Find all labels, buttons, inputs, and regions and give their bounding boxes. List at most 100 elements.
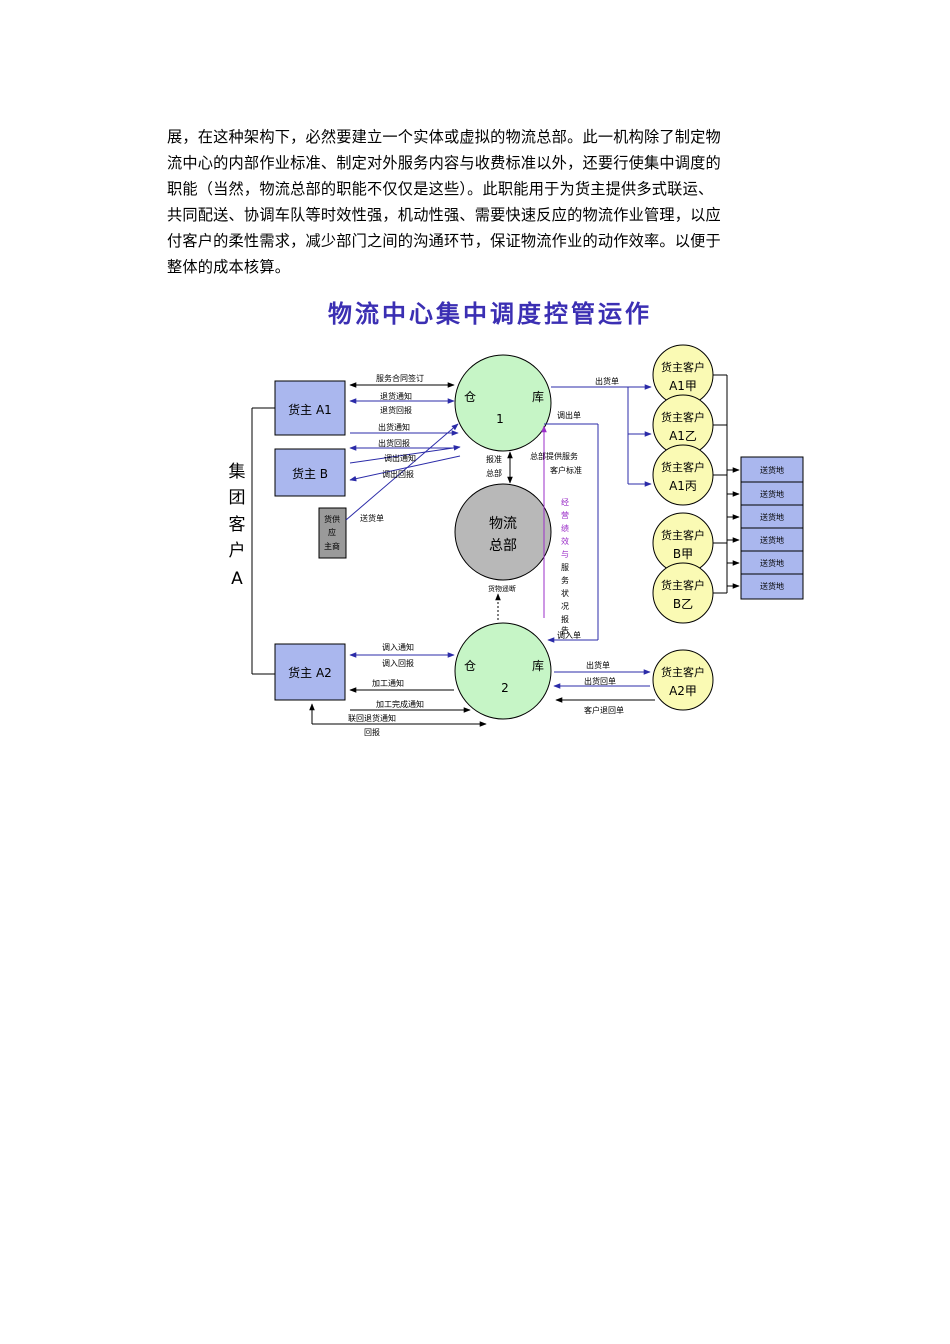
- flow-label: 总部提供服务: [530, 451, 578, 461]
- customer-label: B甲: [673, 547, 693, 561]
- customer-label: 货主客户: [661, 410, 705, 424]
- paragraph-line: 整体的成本核算。: [167, 258, 291, 276]
- flow-label: 出货回单: [584, 676, 616, 686]
- group-label-char: 户: [229, 541, 246, 561]
- flow-label: 出货单: [586, 660, 610, 670]
- flow-label: 出货回报: [378, 438, 410, 448]
- customer-label: A2甲: [669, 684, 697, 698]
- paragraph-line: 共同配送、协调车队等时效性强，机动性强、需要快速反应的物流作业管理，以应: [167, 206, 721, 224]
- flow-lines-bottom: [309, 652, 487, 727]
- diagram-title: 物流中心集中调度控管运作: [328, 300, 652, 328]
- flow-label: 加工完成通知: [376, 699, 424, 709]
- customer-a2-jia: [652, 649, 714, 711]
- customer-label: 货主客户: [661, 360, 705, 374]
- flow-lines-w1-customers: [551, 384, 652, 487]
- customer-label: 货主客户: [661, 665, 705, 679]
- owner-b-box: [274, 448, 346, 497]
- hq-label: 总部: [489, 538, 517, 554]
- performance-report-label: 经 营 绩 效 与 服 务 状 况 报 告: [561, 497, 569, 635]
- warehouse-1-char: 仓: [464, 390, 476, 404]
- warehouse-1-char: 库: [532, 389, 544, 404]
- flow-label: 联回退货通知: [348, 713, 396, 723]
- destination-column: 送货地 送货地 送货地 送货地 送货地 送货地: [740, 456, 804, 600]
- flow-label: 送货单: [360, 513, 384, 523]
- flow-label: 调入回报: [382, 658, 414, 668]
- flow-label-char: 服: [561, 563, 569, 572]
- flow-label: 调出回报: [382, 469, 414, 479]
- warehouse-1-number: 1: [496, 412, 504, 426]
- flow-label-char: 状: [561, 588, 569, 598]
- flow-label: 退货通知: [380, 391, 412, 401]
- flow-label-char: 报: [561, 614, 569, 624]
- customer-to-destination-lines: [713, 374, 740, 594]
- flow-label: 货物遥断: [488, 584, 516, 593]
- paragraph-line: 职能（当然，物流总部的职能不仅仅是这些）。此职能用于为货主提供多式联运、: [167, 180, 714, 198]
- customer-label: B乙: [673, 597, 693, 611]
- destination-label: 送货地: [760, 558, 784, 568]
- flow-label-char: 效: [561, 536, 569, 546]
- flow-labels-top: 服务合同签订 退货通知 退货回报 出货通知 出货回报 调出通知 调出回报 送货单: [360, 373, 424, 523]
- flow-labels-bottom: 调入通知 调入回报 加工通知 加工完成通知 联回退货通知 回报: [348, 642, 424, 737]
- group-label-char: 团: [229, 488, 246, 508]
- owner-a2-label: 货主 A2: [288, 665, 332, 680]
- flow-label: 退货回报: [380, 405, 412, 415]
- customer-label: 货主客户: [661, 460, 705, 474]
- owner-b-label: 货主 B: [292, 466, 328, 481]
- customer-label: A1甲: [669, 379, 697, 393]
- destination-label: 送货地: [760, 512, 784, 522]
- transfer-loop: [544, 423, 599, 643]
- flow-label-char: 告: [561, 625, 569, 635]
- flow-label: 出货通知: [378, 422, 410, 432]
- flow-label-char: 营: [561, 510, 569, 520]
- paragraph-line: 付客户的柔性需求，减少部门之间的沟通环节，保证物流作业的动作效率。以便于: [167, 232, 721, 250]
- flow-label: 调出通知: [384, 453, 416, 463]
- hq-label: 物流: [489, 516, 517, 532]
- warehouse-2-char: 仓: [464, 659, 476, 673]
- flow-label: 出货单: [595, 376, 619, 386]
- flow-lines-w2-customer: [553, 669, 655, 703]
- customer-label: A1丙: [669, 479, 697, 493]
- customer-label: 货主客户: [661, 578, 705, 592]
- destination-label: 送货地: [760, 535, 784, 545]
- customer-a1-bing: [652, 444, 714, 506]
- supplier-label: 主商: [324, 541, 340, 551]
- flow-label-char: 务: [561, 575, 569, 585]
- owner-a2-box: [274, 643, 346, 701]
- paragraph-line: 流中心的内部作业标准、制定对外服务内容与收费标准以外，还要行使集中调度的: [167, 154, 721, 172]
- flow-lines-top: [345, 382, 461, 521]
- customer-label: 货主客户: [661, 528, 705, 542]
- customer-b-yi: [652, 562, 714, 624]
- flow-label: 客户退回单: [584, 705, 624, 715]
- group-label-char: 客: [229, 515, 246, 535]
- group-label-char: 集: [229, 462, 246, 482]
- hq-node: [454, 483, 552, 581]
- supplier-label: 应: [328, 527, 336, 537]
- destination-label: 送货地: [760, 489, 784, 499]
- warehouse-2-number: 2: [501, 681, 509, 695]
- flow-label: 客户标准: [550, 465, 582, 475]
- owner-a1-label: 货主 A1: [288, 402, 332, 417]
- group-client-label: 集 团 客 户 A: [226, 460, 248, 590]
- warehouse-1: [454, 354, 552, 452]
- group-client-bracket: [251, 407, 275, 675]
- destination-label: 送货地: [760, 581, 784, 591]
- warehouse-2: [454, 622, 552, 720]
- flow-label: 调入通知: [382, 642, 414, 652]
- supplier-label: 货供: [324, 514, 340, 524]
- flow-label: 服务合同签订: [376, 373, 424, 383]
- customer-label: A1乙: [669, 429, 697, 443]
- flow-label-char: 绩: [561, 523, 569, 533]
- flow-label: 调出单: [557, 410, 581, 420]
- flow-label: 调入单: [557, 630, 581, 640]
- destination-label: 送货地: [760, 465, 784, 475]
- flow-label-char: 经: [561, 497, 569, 507]
- owner-a1-box: [274, 380, 346, 436]
- flow-label-char: 与: [561, 550, 569, 559]
- body-paragraph: 展，在这种架构下，必然要建立一个实体或虚拟的物流总部。此一机构除了制定物 流中心…: [167, 124, 785, 280]
- group-label-char: A: [231, 569, 243, 589]
- supplier-box: [318, 507, 347, 559]
- warehouse-2-char: 库: [532, 658, 544, 673]
- flow-label: 回报: [364, 727, 380, 737]
- customer-nodes: 货主客户 A1甲 货主客户 A1乙 货主客户 A1丙 货主客户 B甲 货主客户 …: [652, 344, 714, 711]
